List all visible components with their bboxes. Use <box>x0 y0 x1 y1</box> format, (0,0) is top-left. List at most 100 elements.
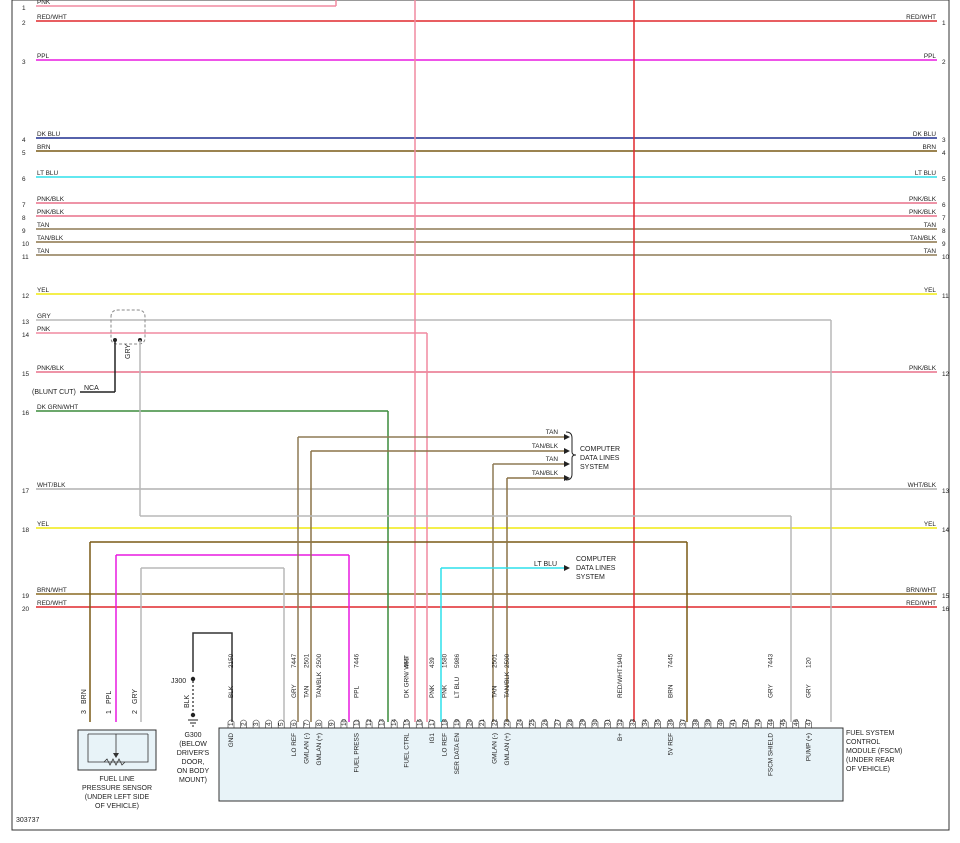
g300-loc-4: ON BODY <box>177 768 210 775</box>
right-pin-number: 8 <box>942 228 946 235</box>
module-pin-number: 38 <box>692 718 699 726</box>
module-pin-number: 33 <box>630 718 637 726</box>
module-pin-terminal <box>616 719 624 728</box>
data-lines-brace <box>565 431 577 481</box>
module-pin-terminal <box>742 719 749 728</box>
module-pin-terminal <box>453 719 461 728</box>
module-pin-number: 35 <box>655 718 662 726</box>
module-pin-number: 5 <box>278 722 285 726</box>
data-arrow-icon <box>564 448 570 454</box>
right-wire-color: TAN/BLK <box>910 235 937 242</box>
module-wire-color: TAN/BLK <box>316 671 323 698</box>
module-pin-number: 17 <box>429 718 436 726</box>
sensor-pin-1-color: PPL <box>106 691 113 704</box>
ground-icon <box>188 719 198 727</box>
fscm-title-5: OF VEHICLE) <box>846 766 890 773</box>
data-lines-2-title-1: COMPUTER <box>576 556 616 563</box>
module-pin-terminal <box>541 719 549 728</box>
module-pin-terminal <box>729 719 737 728</box>
sensor-circuit <box>87 733 149 763</box>
left-pin-number: 16 <box>22 410 30 417</box>
fscm-title-2: CONTROL <box>846 739 880 746</box>
module-circuit-number: 439 <box>429 657 436 668</box>
right-wire-color: RED/WHT <box>906 14 936 21</box>
module-pin-terminal <box>240 719 247 728</box>
module-pin-number: 9 <box>328 722 335 726</box>
sensor-pin-2-color: GRY <box>132 689 139 704</box>
left-wire-color: PNK/BLK <box>37 209 65 216</box>
left-wire-color: RED/WHT <box>37 14 67 21</box>
left-pin-number: 14 <box>22 332 30 339</box>
g300-loc-5: MOUNT) <box>179 777 207 784</box>
left-wire-color: LT BLU <box>37 170 58 177</box>
module-pin-number: 21 <box>479 718 486 726</box>
sensor-title-2: PRESSURE SENSOR <box>82 785 152 792</box>
left-pin-number: 19 <box>22 593 30 600</box>
module-pin-terminal <box>779 719 787 728</box>
data-lines-1-title-1: COMPUTER <box>580 446 620 453</box>
module-pin-terminal <box>516 719 523 728</box>
right-wire-color: LT BLU <box>915 170 936 177</box>
splice-node <box>113 338 117 342</box>
module-pin-number: 28 <box>567 718 574 726</box>
module-pin-number: 45 <box>780 718 787 726</box>
left-pin-number: 18 <box>22 527 30 534</box>
module-pin-number: 2 <box>241 722 248 726</box>
right-pin-number: 9 <box>942 241 946 248</box>
module-pin-number: 15 <box>404 718 411 726</box>
module-pin-number: 47 <box>805 718 812 726</box>
fscm-title-3: MODULE (FSCM) <box>846 748 902 755</box>
left-wire-color: BRN/WHT <box>37 587 67 594</box>
data-lines-2-wire: LT BLU <box>534 561 557 568</box>
sensor-pin-3-color: BRN <box>81 689 88 704</box>
right-wire-color: BRN <box>923 144 937 151</box>
right-wire-color: WHT/BLK <box>908 482 937 489</box>
left-pin-number: 11 <box>22 254 29 261</box>
module-wire-color: BRN <box>667 684 674 698</box>
module-pin-terminal <box>365 719 373 728</box>
module-pin-number: 23 <box>504 718 511 726</box>
module-pin-terminal <box>303 719 310 728</box>
module-pin-function: LO REF <box>441 733 448 756</box>
module-pin-number: 4 <box>266 722 273 726</box>
module-pin-terminal <box>441 719 448 728</box>
module-wire-color: PNK <box>429 684 436 698</box>
module-pin-number: 29 <box>579 718 586 726</box>
left-pin-number: 9 <box>22 228 26 235</box>
module-wire-color: TAN <box>492 685 499 698</box>
module-wire-color: PNK <box>441 684 448 698</box>
module-pin-number: 31 <box>605 718 612 726</box>
module-pin-number: 22 <box>492 718 499 726</box>
module-pin-function: FUEL PRESS <box>354 733 361 773</box>
figure-id: 303737 <box>16 817 39 824</box>
module-circuit-number: 7443 <box>768 653 775 668</box>
right-pin-number: 13 <box>942 488 950 495</box>
module-pin-terminal <box>277 719 285 728</box>
left-wire-color: YEL <box>37 287 50 294</box>
left-pin-number: 20 <box>22 606 30 613</box>
sensor-pin-1: 1 <box>106 710 113 714</box>
module-pin-terminal <box>340 719 348 728</box>
module-circuit-number: 2500 <box>504 653 511 668</box>
module-pin-terminal <box>629 719 636 728</box>
module-pin-number: 44 <box>768 718 775 726</box>
module-pin-number: 24 <box>517 718 524 726</box>
left-pin-number: 17 <box>22 488 30 495</box>
right-wire-color: PPL <box>924 53 937 60</box>
module-pin-terminal <box>227 719 235 728</box>
module-circuit-number: 465 <box>404 657 411 668</box>
wiper-arrow-icon <box>113 753 119 758</box>
left-pin-number: 1 <box>22 5 26 12</box>
left-pin-number: 13 <box>22 319 30 326</box>
module-pin-terminal <box>679 719 687 728</box>
left-pin-number: 2 <box>22 20 26 27</box>
sensor-title-1: FUEL LINE <box>99 776 134 783</box>
left-wire-color: TAN <box>37 222 50 229</box>
module-pin-number: 1 <box>228 722 235 726</box>
right-pin-number: 4 <box>942 150 946 157</box>
data-lines-1-title-3: SYSTEM <box>580 464 609 471</box>
module-pin-number: 27 <box>554 718 561 726</box>
sensor-pin-2: 2 <box>132 710 139 714</box>
